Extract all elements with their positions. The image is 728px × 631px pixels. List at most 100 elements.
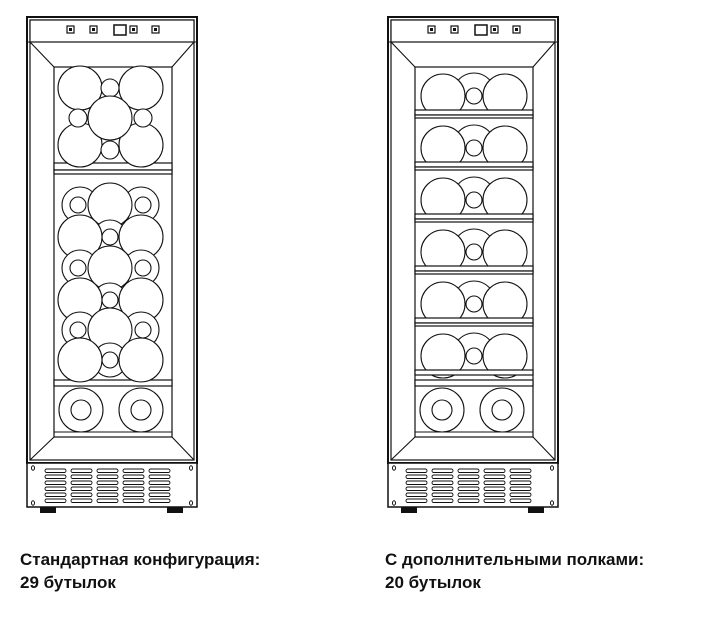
- vent-slot: [431, 486, 454, 491]
- shelf-front: [414, 166, 534, 171]
- shelf-front: [53, 169, 173, 175]
- bottle-neck: [465, 347, 483, 365]
- vent-slot: [44, 474, 67, 479]
- vent-slot: [44, 486, 67, 491]
- shelf: [414, 109, 534, 116]
- shelf: [414, 379, 534, 387]
- bottle: [87, 95, 133, 141]
- vent-slot: [96, 480, 119, 485]
- vent-slot: [96, 468, 119, 473]
- caption-standard-title: Стандартная конфигурация:: [20, 550, 261, 569]
- fan-button-icon-glyph: [92, 28, 95, 31]
- shelf: [53, 379, 173, 387]
- bottle-punt: [130, 399, 152, 421]
- vent-slot: [405, 492, 428, 497]
- caption-standard: Стандартная конфигурация: 29 бутылок: [20, 548, 260, 594]
- vent-slot: [509, 486, 532, 491]
- bottle-neck: [134, 259, 152, 277]
- foot-left: [401, 507, 417, 513]
- screw-icon: [550, 500, 554, 506]
- bottle-neck: [134, 321, 152, 339]
- vent-slot: [148, 468, 171, 473]
- vent-slot: [96, 474, 119, 479]
- bevel-bl: [29, 436, 55, 461]
- vent-slot: [122, 492, 145, 497]
- shelf: [414, 317, 534, 324]
- screw-icon: [31, 465, 35, 471]
- vent-slot: [70, 486, 93, 491]
- bottle-neck: [134, 196, 152, 214]
- bottle-neck: [465, 191, 483, 209]
- wine-cooler-extra-shelves: [387, 16, 559, 513]
- wine-cooler-standard: [26, 16, 198, 513]
- vent-slot: [122, 486, 145, 491]
- vent-slot: [483, 474, 506, 479]
- vent-slot: [457, 474, 480, 479]
- vent-slot: [148, 486, 171, 491]
- bottle: [57, 337, 103, 383]
- vent-slot: [96, 492, 119, 497]
- bottle-neck: [101, 291, 119, 309]
- vent-slot: [148, 474, 171, 479]
- fan-button-icon-glyph: [453, 28, 456, 31]
- bottle-neck: [465, 87, 483, 105]
- vent-slot: [148, 498, 171, 503]
- vent-slot: [96, 486, 119, 491]
- bevel-br: [171, 436, 195, 461]
- up-down-button-icon-glyph: [493, 28, 496, 31]
- vent-slot: [96, 498, 119, 503]
- bottle-neck: [69, 321, 87, 339]
- caption-standard-count: 29 бутылок: [20, 573, 116, 592]
- wine-cooler-diagram: [26, 16, 559, 513]
- bottle-neck: [68, 108, 88, 128]
- screw-icon: [189, 465, 193, 471]
- bottle-neck: [465, 139, 483, 157]
- bevel-tr: [171, 41, 195, 68]
- bevel-tr: [532, 41, 556, 68]
- caption-extra-shelves: С дополнительными полками: 20 бутылок: [385, 548, 644, 594]
- vent-slot: [509, 480, 532, 485]
- screw-icon: [189, 500, 193, 506]
- control-panel: [29, 19, 195, 43]
- vent-slot: [457, 486, 480, 491]
- vent-slot: [122, 498, 145, 503]
- vent-slot: [509, 492, 532, 497]
- light-button-icon-glyph: [430, 28, 433, 31]
- shelf-front: [414, 270, 534, 275]
- vent-slot: [70, 480, 93, 485]
- vent-slot: [509, 498, 532, 503]
- foot-right: [528, 507, 544, 513]
- vent-slot: [405, 498, 428, 503]
- shelf: [414, 369, 534, 376]
- vent-slot: [457, 480, 480, 485]
- shelf-front: [414, 114, 534, 119]
- power-button-icon-glyph: [154, 28, 157, 31]
- bottle-neck: [69, 259, 87, 277]
- bottle: [420, 333, 466, 379]
- vent-slot: [44, 468, 67, 473]
- vent-slot: [148, 480, 171, 485]
- vent-slot: [44, 492, 67, 497]
- foot-left: [40, 507, 56, 513]
- bottle: [118, 337, 164, 383]
- bevel-bl: [390, 436, 416, 461]
- vent-slot: [70, 474, 93, 479]
- bottle-neck: [100, 140, 120, 160]
- foot-right: [167, 507, 183, 513]
- bottle-neck: [100, 78, 120, 98]
- bottle-neck: [69, 196, 87, 214]
- vent-slot: [122, 474, 145, 479]
- vent-slot: [457, 492, 480, 497]
- temperature-display: [474, 24, 488, 36]
- vent-slot: [405, 480, 428, 485]
- up-down-button-icon-glyph: [132, 28, 135, 31]
- bottle-punt: [491, 399, 513, 421]
- vent-slot: [431, 498, 454, 503]
- control-panel: [390, 19, 556, 43]
- temperature-display: [113, 24, 127, 36]
- shelf: [414, 265, 534, 272]
- vent-slot: [457, 498, 480, 503]
- shelf: [414, 213, 534, 220]
- vent-slot: [431, 468, 454, 473]
- bottle-neck: [133, 108, 153, 128]
